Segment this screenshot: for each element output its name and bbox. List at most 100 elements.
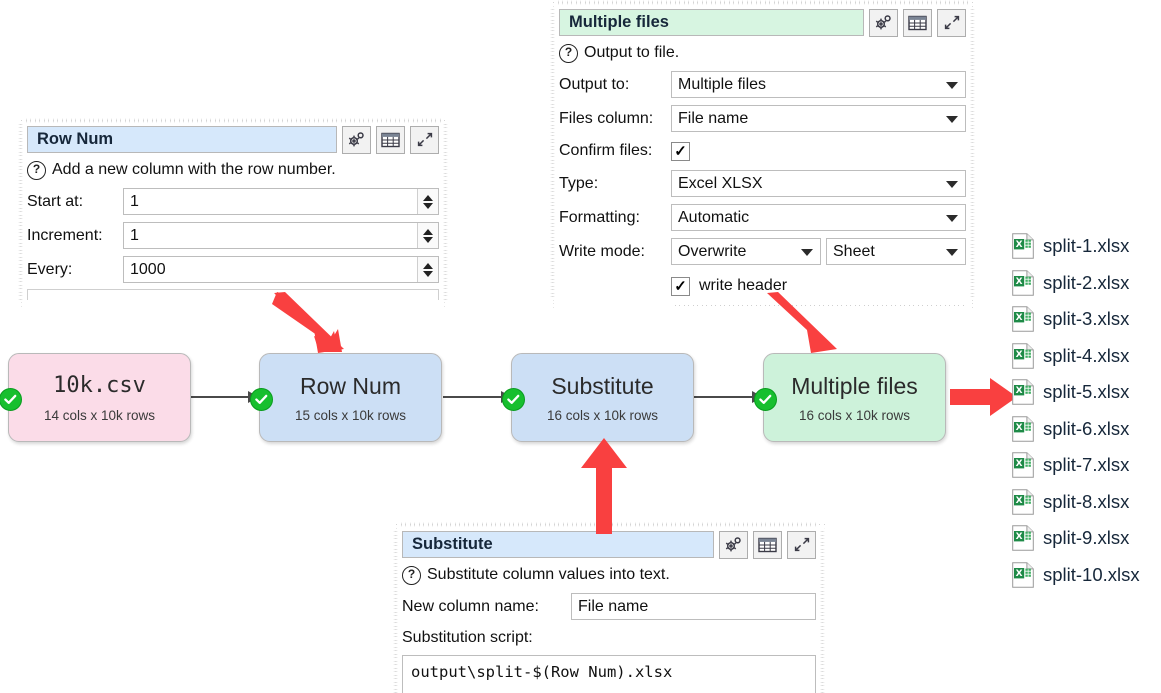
list-item[interactable]: X split-6.xlsx xyxy=(1012,411,1140,448)
panel-help-row: ? Output to file. xyxy=(559,42,966,64)
field-label: Formatting: xyxy=(559,208,640,226)
node-name: 10k.csv xyxy=(53,372,146,398)
panel-multiple-files[interactable]: Multiple files ? Output to file. Output … xyxy=(550,0,975,308)
node-10k-csv[interactable]: 10k.csv 14 cols x 10k rows xyxy=(0,353,191,442)
node-name: Row Num xyxy=(300,372,401,399)
confirm-files-checkbox[interactable]: ✓ xyxy=(671,141,690,161)
field-output-to: Output to: Multiple files xyxy=(559,71,966,98)
field-label: Type: xyxy=(559,174,599,192)
panel-help-text: Add a new column with the row number. xyxy=(52,161,336,178)
list-item[interactable]: X split-3.xlsx xyxy=(1012,301,1140,338)
panel-title-input[interactable]: Multiple files xyxy=(559,9,864,36)
every-stepper[interactable] xyxy=(417,257,438,282)
excel-file-icon: X xyxy=(1012,233,1034,260)
file-name: split-10.xlsx xyxy=(1043,563,1140,585)
write-mode-select[interactable]: Overwrite xyxy=(671,238,821,265)
node-substitute[interactable]: Substitute 16 cols x 10k rows xyxy=(502,353,694,442)
substitution-script-label: Substitution script: xyxy=(402,629,533,646)
status-ok-icon xyxy=(502,387,525,411)
panel-title-row: Row Num xyxy=(27,125,439,154)
field-type: Type: Excel XLSX xyxy=(559,170,966,197)
file-name: split-8.xlsx xyxy=(1043,490,1130,512)
field-label: Output to: xyxy=(559,75,630,93)
panel-row-num[interactable]: Row Num ? Add a new column with the row … xyxy=(18,118,448,308)
file-name: split-9.xlsx xyxy=(1043,527,1130,549)
excel-file-icon: X xyxy=(1012,415,1034,442)
svg-text:X: X xyxy=(1016,532,1023,542)
increment-stepper[interactable] xyxy=(417,223,438,248)
list-item[interactable]: X split-5.xlsx xyxy=(1012,374,1140,411)
table-icon[interactable] xyxy=(376,125,405,154)
write-header-checkbox[interactable]: ✓ xyxy=(671,276,690,296)
list-item[interactable]: X split-1.xlsx xyxy=(1012,228,1140,265)
gear-icon[interactable] xyxy=(342,125,371,154)
write-target-select[interactable]: Sheet xyxy=(826,238,966,265)
chevron-down-icon xyxy=(946,115,958,123)
file-name: split-7.xlsx xyxy=(1043,454,1130,476)
connector-substitute-to-multiplefiles xyxy=(694,391,763,403)
formatting-select[interactable]: Automatic xyxy=(671,204,966,231)
field-value: Multiple files xyxy=(678,75,767,93)
help-icon[interactable]: ? xyxy=(27,160,46,180)
panel-help-text: Substitute column values into text. xyxy=(427,566,670,583)
increment-input[interactable]: 1 xyxy=(123,222,439,249)
callout-arrow-output-files xyxy=(950,378,1018,416)
node-row-num[interactable]: Row Num 15 cols x 10k rows xyxy=(250,353,442,442)
excel-file-icon: X xyxy=(1012,306,1034,333)
output-to-select[interactable]: Multiple files xyxy=(671,71,966,98)
panel-title-input[interactable]: Substitute xyxy=(402,531,714,558)
field-value: Excel XLSX xyxy=(678,174,763,192)
list-item[interactable]: X split-2.xlsx xyxy=(1012,265,1140,302)
field-value: File name xyxy=(578,597,649,615)
help-icon[interactable]: ? xyxy=(402,565,421,585)
node-name: Multiple files xyxy=(791,372,918,399)
field-label: Confirm files: xyxy=(559,142,653,159)
type-select[interactable]: Excel XLSX xyxy=(671,170,966,197)
svg-text:X: X xyxy=(1016,350,1023,360)
svg-text:X: X xyxy=(1016,569,1023,579)
expand-icon[interactable] xyxy=(410,125,439,154)
help-icon[interactable]: ? xyxy=(559,43,578,63)
file-name: split-4.xlsx xyxy=(1043,344,1130,366)
list-item[interactable]: X split-8.xlsx xyxy=(1012,484,1140,521)
panel-clipped-row xyxy=(27,289,439,300)
table-icon[interactable] xyxy=(903,8,932,37)
status-ok-icon xyxy=(250,387,273,411)
svg-text:X: X xyxy=(1016,423,1023,433)
list-item[interactable]: X split-10.xlsx xyxy=(1012,557,1140,594)
panel-title-row: Substitute xyxy=(402,530,816,559)
panel-title-input[interactable]: Row Num xyxy=(27,126,337,153)
node-multiple-files[interactable]: Multiple files 16 cols x 10k rows xyxy=(754,353,946,442)
gear-icon[interactable] xyxy=(869,8,898,37)
start-at-stepper[interactable] xyxy=(417,189,438,214)
expand-icon[interactable] xyxy=(787,530,816,559)
excel-file-icon: X xyxy=(1012,488,1034,515)
gear-icon[interactable] xyxy=(719,530,748,559)
list-item[interactable]: X split-4.xlsx xyxy=(1012,338,1140,375)
expand-icon[interactable] xyxy=(937,8,966,37)
panel-substitute[interactable]: Substitute ? Substitute column values in… xyxy=(393,522,825,693)
start-at-input[interactable]: 1 xyxy=(123,188,439,215)
list-item[interactable]: X split-9.xlsx xyxy=(1012,520,1140,557)
node-subtitle: 14 cols x 10k rows xyxy=(43,407,156,423)
table-icon[interactable] xyxy=(753,530,782,559)
field-write-mode: Write mode: Overwrite Sheet xyxy=(559,238,966,265)
substitution-script-input[interactable]: output\split-$(Row Num).xlsx xyxy=(402,655,816,693)
chevron-down-icon xyxy=(946,248,958,256)
panel-help-row: ? Substitute column values into text. xyxy=(402,564,816,586)
list-item[interactable]: X split-7.xlsx xyxy=(1012,447,1140,484)
write-header-label: write header xyxy=(699,277,788,294)
field-value: File name xyxy=(678,109,749,127)
excel-file-icon: X xyxy=(1012,525,1034,552)
field-files-column: Files column: File name xyxy=(559,105,966,132)
new-column-name-input[interactable]: File name xyxy=(571,593,816,620)
field-formatting: Formatting: Automatic xyxy=(559,204,966,231)
field-start-at: Start at: 1 xyxy=(27,188,439,215)
excel-file-icon: X xyxy=(1012,342,1034,369)
svg-text:X: X xyxy=(1016,459,1023,469)
field-label: Start at: xyxy=(27,192,84,210)
file-name: split-6.xlsx xyxy=(1043,417,1130,439)
every-input[interactable]: 1000 xyxy=(123,256,439,283)
files-column-select[interactable]: File name xyxy=(671,105,966,132)
